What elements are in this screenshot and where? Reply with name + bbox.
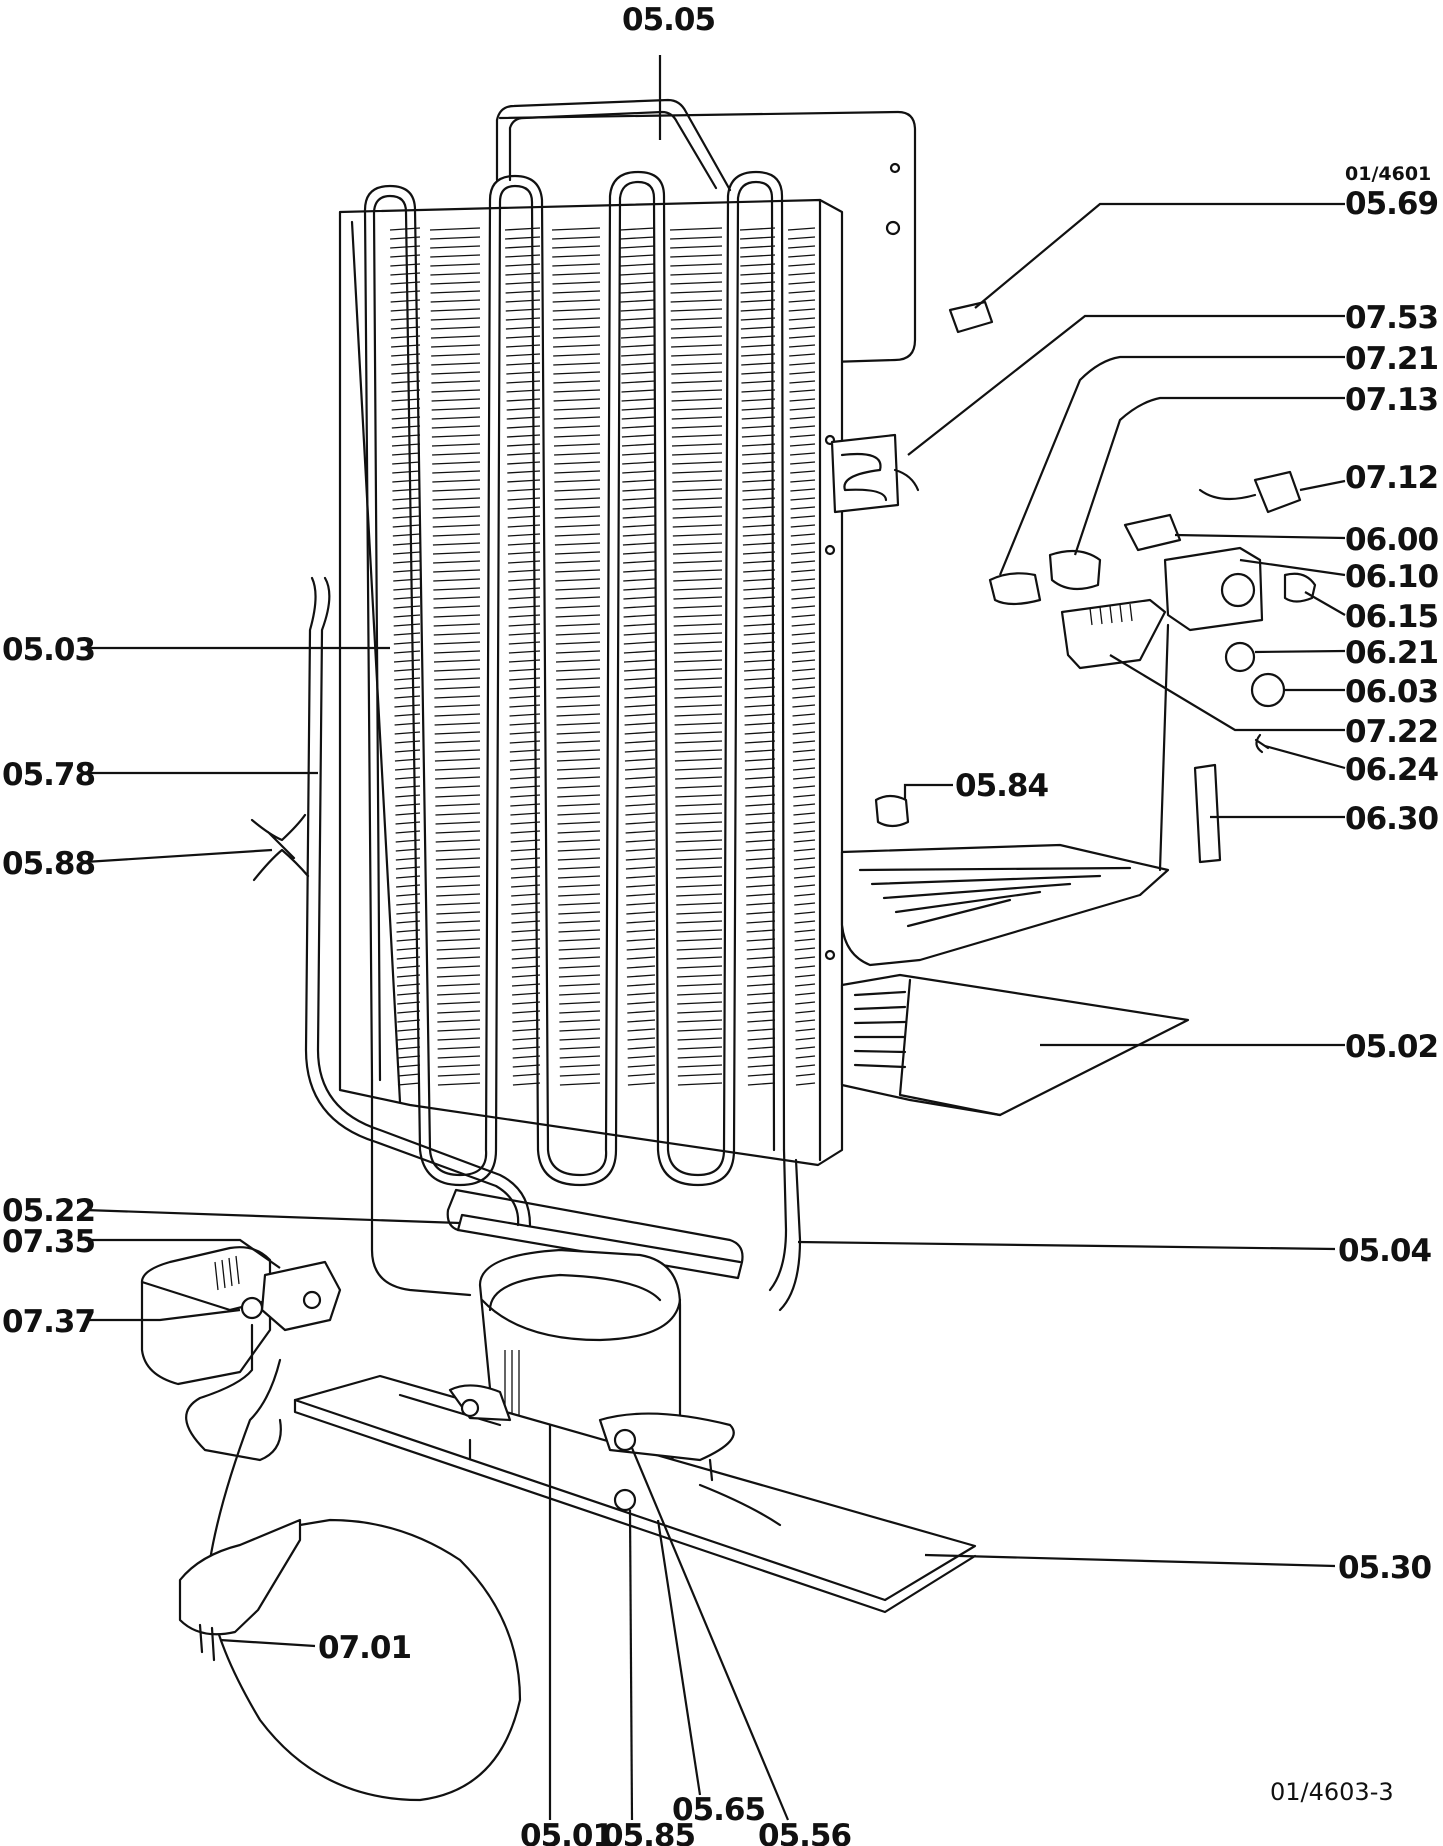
relay-box: [140, 1246, 342, 1386]
label-06-10: 06.10: [1345, 559, 1438, 595]
illustration: [140, 98, 1317, 1802]
back-plate: [498, 110, 917, 364]
label-05-65: 05.65: [672, 1792, 765, 1828]
label-06-24: 06.24: [1345, 752, 1438, 788]
sleeve-05-84: [874, 794, 910, 828]
label-07-22: 07.22: [1345, 714, 1438, 750]
label-06-00: 06.00: [1345, 522, 1438, 558]
label-06-03: 06.03: [1345, 674, 1438, 710]
label-06-15: 06.15: [1345, 599, 1438, 635]
label-07-21: 07.21: [1345, 341, 1438, 377]
label-05-01: 05.01: [520, 1818, 613, 1846]
plug: [178, 1518, 302, 1636]
label-07-35: 07.35: [2, 1224, 95, 1260]
serpentine-tube: [363, 170, 786, 1177]
label-06-21: 06.21: [1345, 635, 1438, 671]
label-07-37: 07.37: [2, 1304, 95, 1340]
base-plate: [293, 1374, 977, 1602]
power-cord: [185, 1323, 522, 1802]
label-05-85: 05.85: [602, 1818, 695, 1846]
suction-tube: [316, 576, 532, 1227]
condenser-frame: [338, 198, 844, 1167]
top-tube: [495, 98, 732, 192]
thermostat-bracket: [1060, 598, 1167, 670]
label-05-05: 05.05: [622, 2, 715, 38]
label-05-69: 05.69: [1345, 186, 1438, 222]
drawing-ref-top: 01/4601: [1345, 163, 1431, 185]
lamp-holder: [1048, 549, 1102, 591]
drier-filter: [446, 1188, 744, 1280]
lamp-bulb: [988, 572, 1042, 606]
label-07-13: 07.13: [1345, 382, 1438, 418]
label-07-12: 07.12: [1345, 460, 1438, 496]
mounting-bracket: [1193, 763, 1222, 864]
thermostat-housing: [1123, 513, 1182, 552]
label-05-04: 05.04: [1338, 1233, 1431, 1269]
label-05-02: 05.02: [1345, 1029, 1438, 1065]
leader-lines: [84, 55, 1346, 1821]
tube-clip: [250, 813, 310, 882]
thermostat-body: [1163, 546, 1264, 632]
switch-07-12: [1253, 470, 1302, 514]
label-05-30: 05.30: [1338, 1550, 1431, 1586]
lamp-socket: [948, 300, 994, 334]
label-05-56: 05.56: [758, 1818, 851, 1846]
label-07-01: 07.01: [318, 1630, 411, 1666]
label-05-22: 05.22: [2, 1193, 95, 1229]
evaporator-plate-upper: [840, 843, 1170, 967]
label-05-78: 05.78: [2, 757, 95, 793]
label-05-03: 05.03: [2, 632, 95, 668]
label-05-84: 05.84: [955, 768, 1048, 804]
label-05-88: 05.88: [2, 846, 95, 882]
condenser-grille: [389, 227, 816, 1086]
label-06-30: 06.30: [1345, 801, 1438, 837]
label-07-53: 07.53: [1345, 300, 1438, 336]
drawing-ref-bottom: 01/4603-3: [1270, 1778, 1394, 1806]
